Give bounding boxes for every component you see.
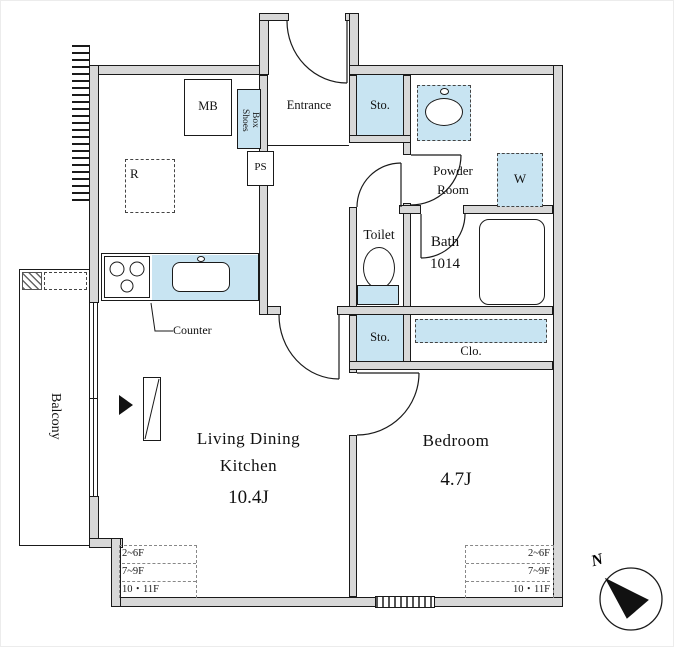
wall [89, 65, 269, 75]
powder-faucet-icon [440, 88, 449, 95]
floor-note: 10・11F [466, 581, 550, 599]
powder-door-arc [410, 154, 462, 206]
storage-mid [357, 315, 403, 361]
meter-box-label: MB [198, 99, 218, 113]
floor-note: 2~6F [527, 548, 550, 559]
floor-notes-right: 2~6F 7~9F 10・11F [465, 545, 554, 598]
bottom-window [375, 596, 435, 608]
wall [553, 65, 563, 607]
compass-icon: N [588, 550, 663, 631]
window-panel [143, 377, 161, 441]
storage-mid-label: Sto. [370, 330, 390, 344]
wall [349, 75, 357, 141]
faucet-icon [197, 256, 205, 262]
balcony-hatch-panel [44, 272, 87, 290]
bath-label: Bath 1014 [430, 234, 460, 272]
powder-sink-basin [425, 98, 463, 126]
powder-sink [417, 85, 471, 141]
floor-note: 7~9F [466, 563, 550, 581]
genkan-step-line [268, 145, 349, 146]
refrigerator-space: R [125, 159, 175, 213]
wall [89, 538, 123, 548]
wall [349, 135, 411, 143]
ldk-size: 10.4J [228, 487, 269, 508]
wall [349, 65, 563, 75]
wall [349, 315, 357, 373]
floor-note: 7~9F [122, 563, 196, 581]
pipe-space: PS [247, 151, 274, 186]
wall [399, 205, 421, 214]
bedroom-label: Bedroom [422, 431, 490, 450]
wall [349, 435, 357, 597]
shoes-box-label: Shoes Box [240, 108, 260, 132]
compass-north-label: N [588, 550, 606, 570]
powder-room-label: Powder Room [433, 163, 473, 197]
bathtub [479, 219, 545, 305]
counter-label: Counter [173, 323, 212, 337]
wall [259, 13, 269, 75]
floor-notes-left: 2~6F 7~9F 10・11F [119, 545, 197, 598]
stove-icon [104, 256, 150, 298]
window-sash-tick [89, 398, 98, 399]
wall [349, 207, 357, 315]
meter-box: MB [184, 79, 232, 136]
ldk-label: Living Dining Kitchen [196, 429, 301, 475]
floor-note: 2~6F [122, 548, 145, 559]
storage-top [357, 75, 403, 135]
balcony-outline [19, 269, 91, 546]
wall [403, 141, 411, 155]
washer-label: W [513, 171, 527, 186]
toilet-bowl [363, 247, 395, 289]
wall [259, 75, 268, 315]
counter-leader-line [150, 302, 173, 332]
wall [89, 65, 99, 303]
shoes-box: Shoes Box [237, 89, 261, 149]
entrance-label: Entrance [286, 98, 332, 112]
closet-label: Clo. [460, 344, 482, 358]
stair-hatch [72, 45, 90, 203]
bedroom-size: 4.7J [440, 469, 472, 490]
wall [337, 306, 553, 315]
pipe-space-label: PS [254, 161, 267, 173]
wall [259, 13, 289, 21]
refrigerator-label: R [130, 166, 139, 181]
toilet-tank [357, 285, 399, 305]
toilet-label: Toilet [363, 227, 395, 242]
bedroom-door-arc [356, 372, 420, 436]
balcony-drain-hatch [22, 272, 42, 290]
entrance-door-arc [286, 20, 348, 84]
hall-ldk-door-arc [278, 314, 340, 380]
toilet-door-arc [356, 162, 402, 208]
floor-note: 10・11F [122, 581, 196, 599]
wall [403, 313, 411, 365]
balcony-label: Balcony [48, 392, 63, 440]
wall [403, 75, 411, 141]
sink-basin [172, 262, 230, 292]
wall [111, 538, 121, 607]
marker-triangle-icon [119, 395, 133, 415]
washer-space: W [497, 153, 543, 207]
sink-area [152, 255, 258, 300]
storage-top-label: Sto. [370, 98, 390, 112]
closet-strip [415, 319, 547, 343]
bath-door-arc [420, 213, 466, 259]
window-sash-line [93, 303, 94, 496]
wall [349, 361, 553, 370]
kitchen-counter [101, 253, 259, 301]
